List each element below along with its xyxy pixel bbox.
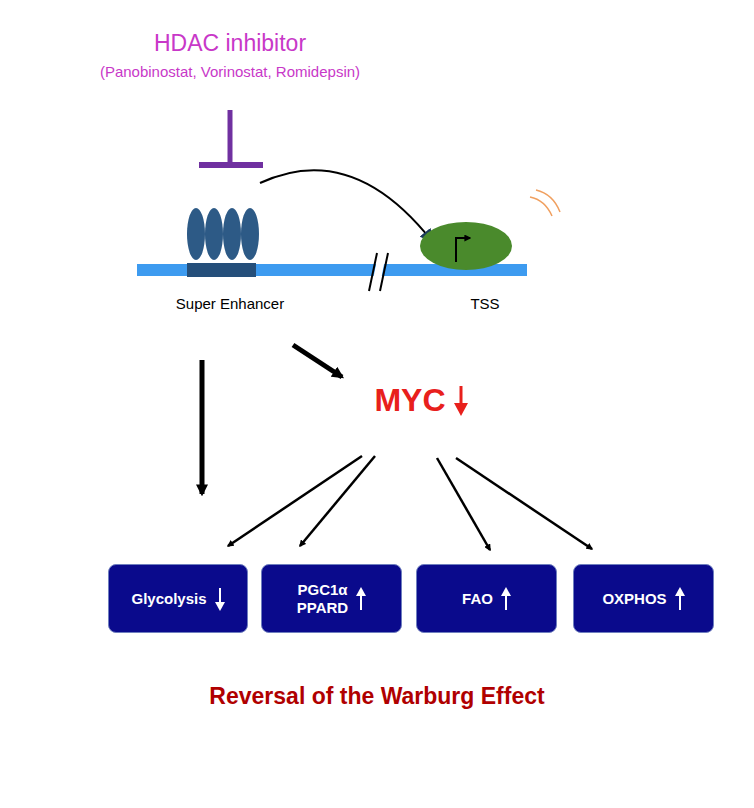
pathway-arrow xyxy=(200,360,205,494)
box-label: PGC1α PPARD xyxy=(297,581,348,617)
transcription-start-arrow xyxy=(456,238,470,262)
region-label: Super Enhancer xyxy=(176,295,284,312)
gene-label: MYC xyxy=(374,382,445,419)
process-box: PGC1α PPARD xyxy=(261,564,402,633)
drug-class-label: HDAC inhibitor xyxy=(154,30,306,56)
caption: Reversal of the Warburg Effect xyxy=(209,683,544,709)
enhancer-region xyxy=(187,263,256,277)
box-label: OXPHOS xyxy=(602,590,666,608)
inhibition-symbol xyxy=(199,110,263,165)
box-label: Glycolysis xyxy=(131,590,206,608)
transcription-waves xyxy=(530,190,560,216)
break-mark xyxy=(369,253,388,291)
drug-list-label: (Panobinostat, Vorinostat, Romidepsin) xyxy=(100,63,360,80)
increase-arrow xyxy=(356,587,366,611)
region-label: TSS xyxy=(470,295,499,312)
looping-arrow xyxy=(260,170,432,241)
decrease-arrow xyxy=(215,587,225,611)
box-label: FAO xyxy=(462,590,493,608)
process-box: FAO xyxy=(416,564,557,633)
increase-arrow xyxy=(675,587,685,611)
process-box: Glycolysis xyxy=(108,564,248,633)
histone-ovals xyxy=(187,208,259,260)
pathway-arrow xyxy=(293,345,342,377)
polymerase-complex xyxy=(420,222,512,270)
decrease-arrow xyxy=(454,386,468,416)
process-box: OXPHOS xyxy=(573,564,714,633)
myc-arrows xyxy=(228,456,592,550)
increase-arrow xyxy=(501,587,511,611)
